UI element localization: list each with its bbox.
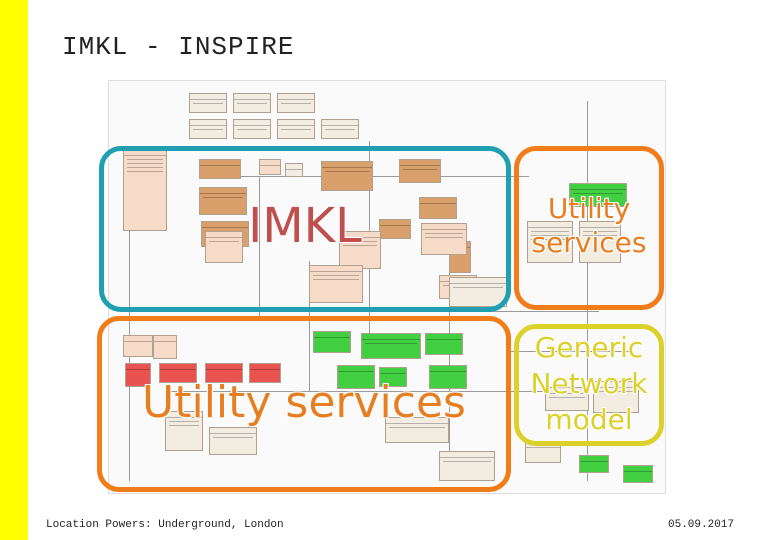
utility-services-main-label: Utility services [142,377,466,428]
footer-caption: Location Powers: Underground, London [46,519,284,531]
utility-services-main-region [97,316,511,492]
slide-title: IMKL - INSPIRE [62,32,295,62]
uml-class-box [123,149,167,231]
utility-services-top-label-line2: services [531,226,647,259]
uml-class-box [379,367,407,387]
uml-class-box [259,159,281,175]
uml-class-box [421,223,467,255]
uml-class-box [385,417,449,443]
uml-class-box [623,465,653,483]
uml-class-box [153,335,177,359]
uml-class-box [429,365,467,389]
uml-class-box [425,333,463,355]
uml-class-box [249,363,281,383]
uml-class-box [579,221,621,263]
yellow-sidebar [0,0,28,540]
utility-services-top-label-line1: Utility [547,192,631,225]
connector-line [229,176,529,177]
uml-class-box [339,231,381,269]
uml-class-box [321,161,373,191]
uml-class-box [527,221,573,263]
uml-class-box [313,331,351,353]
uml-class-box [399,159,441,183]
uml-class-box [309,265,363,303]
connector-line [309,261,310,391]
uml-class-box [123,335,153,357]
uml-class-box [439,451,495,481]
uml-class-box [569,183,627,207]
uml-class-box [189,93,227,113]
uml-class-box [209,427,257,455]
uml-class-box [593,381,639,413]
connector-line [587,101,588,481]
generic-network-label-line2: Network [530,367,648,400]
utility-services-top-region [514,146,664,310]
uml-class-box [337,365,375,389]
uml-class-box [189,119,227,139]
connector-line [259,176,260,316]
generic-network-region [514,324,664,446]
uml-class-box [579,455,609,473]
uml-class-box [165,411,203,451]
uml-class-box [205,363,243,383]
uml-class-box [321,119,359,139]
generic-network-label-line3: model [545,403,633,436]
uml-class-box [285,163,303,177]
imkl-label: IMKL [248,198,362,254]
connector-line [509,351,629,352]
uml-class-box [205,231,243,263]
uml-class-box [159,363,197,383]
generic-network-label-line1: Generic [534,331,644,364]
connector-line [169,391,549,392]
uml-class-box [379,219,411,239]
uml-class-box [125,363,151,387]
uml-class-box [277,119,315,139]
uml-class-box [199,187,247,215]
uml-class-box [233,119,271,139]
uml-class-box [199,159,241,179]
uml-class-box [361,333,421,359]
generic-network-label: Generic Network model [519,330,659,438]
utility-services-top-label: Utility services [519,192,659,260]
uml-class-box [545,387,589,411]
uml-class-box [419,197,457,219]
uml-class-box [277,93,315,113]
uml-class-box [233,93,271,113]
imkl-region [99,146,511,312]
footer-date: 05.09.2017 [668,519,735,531]
